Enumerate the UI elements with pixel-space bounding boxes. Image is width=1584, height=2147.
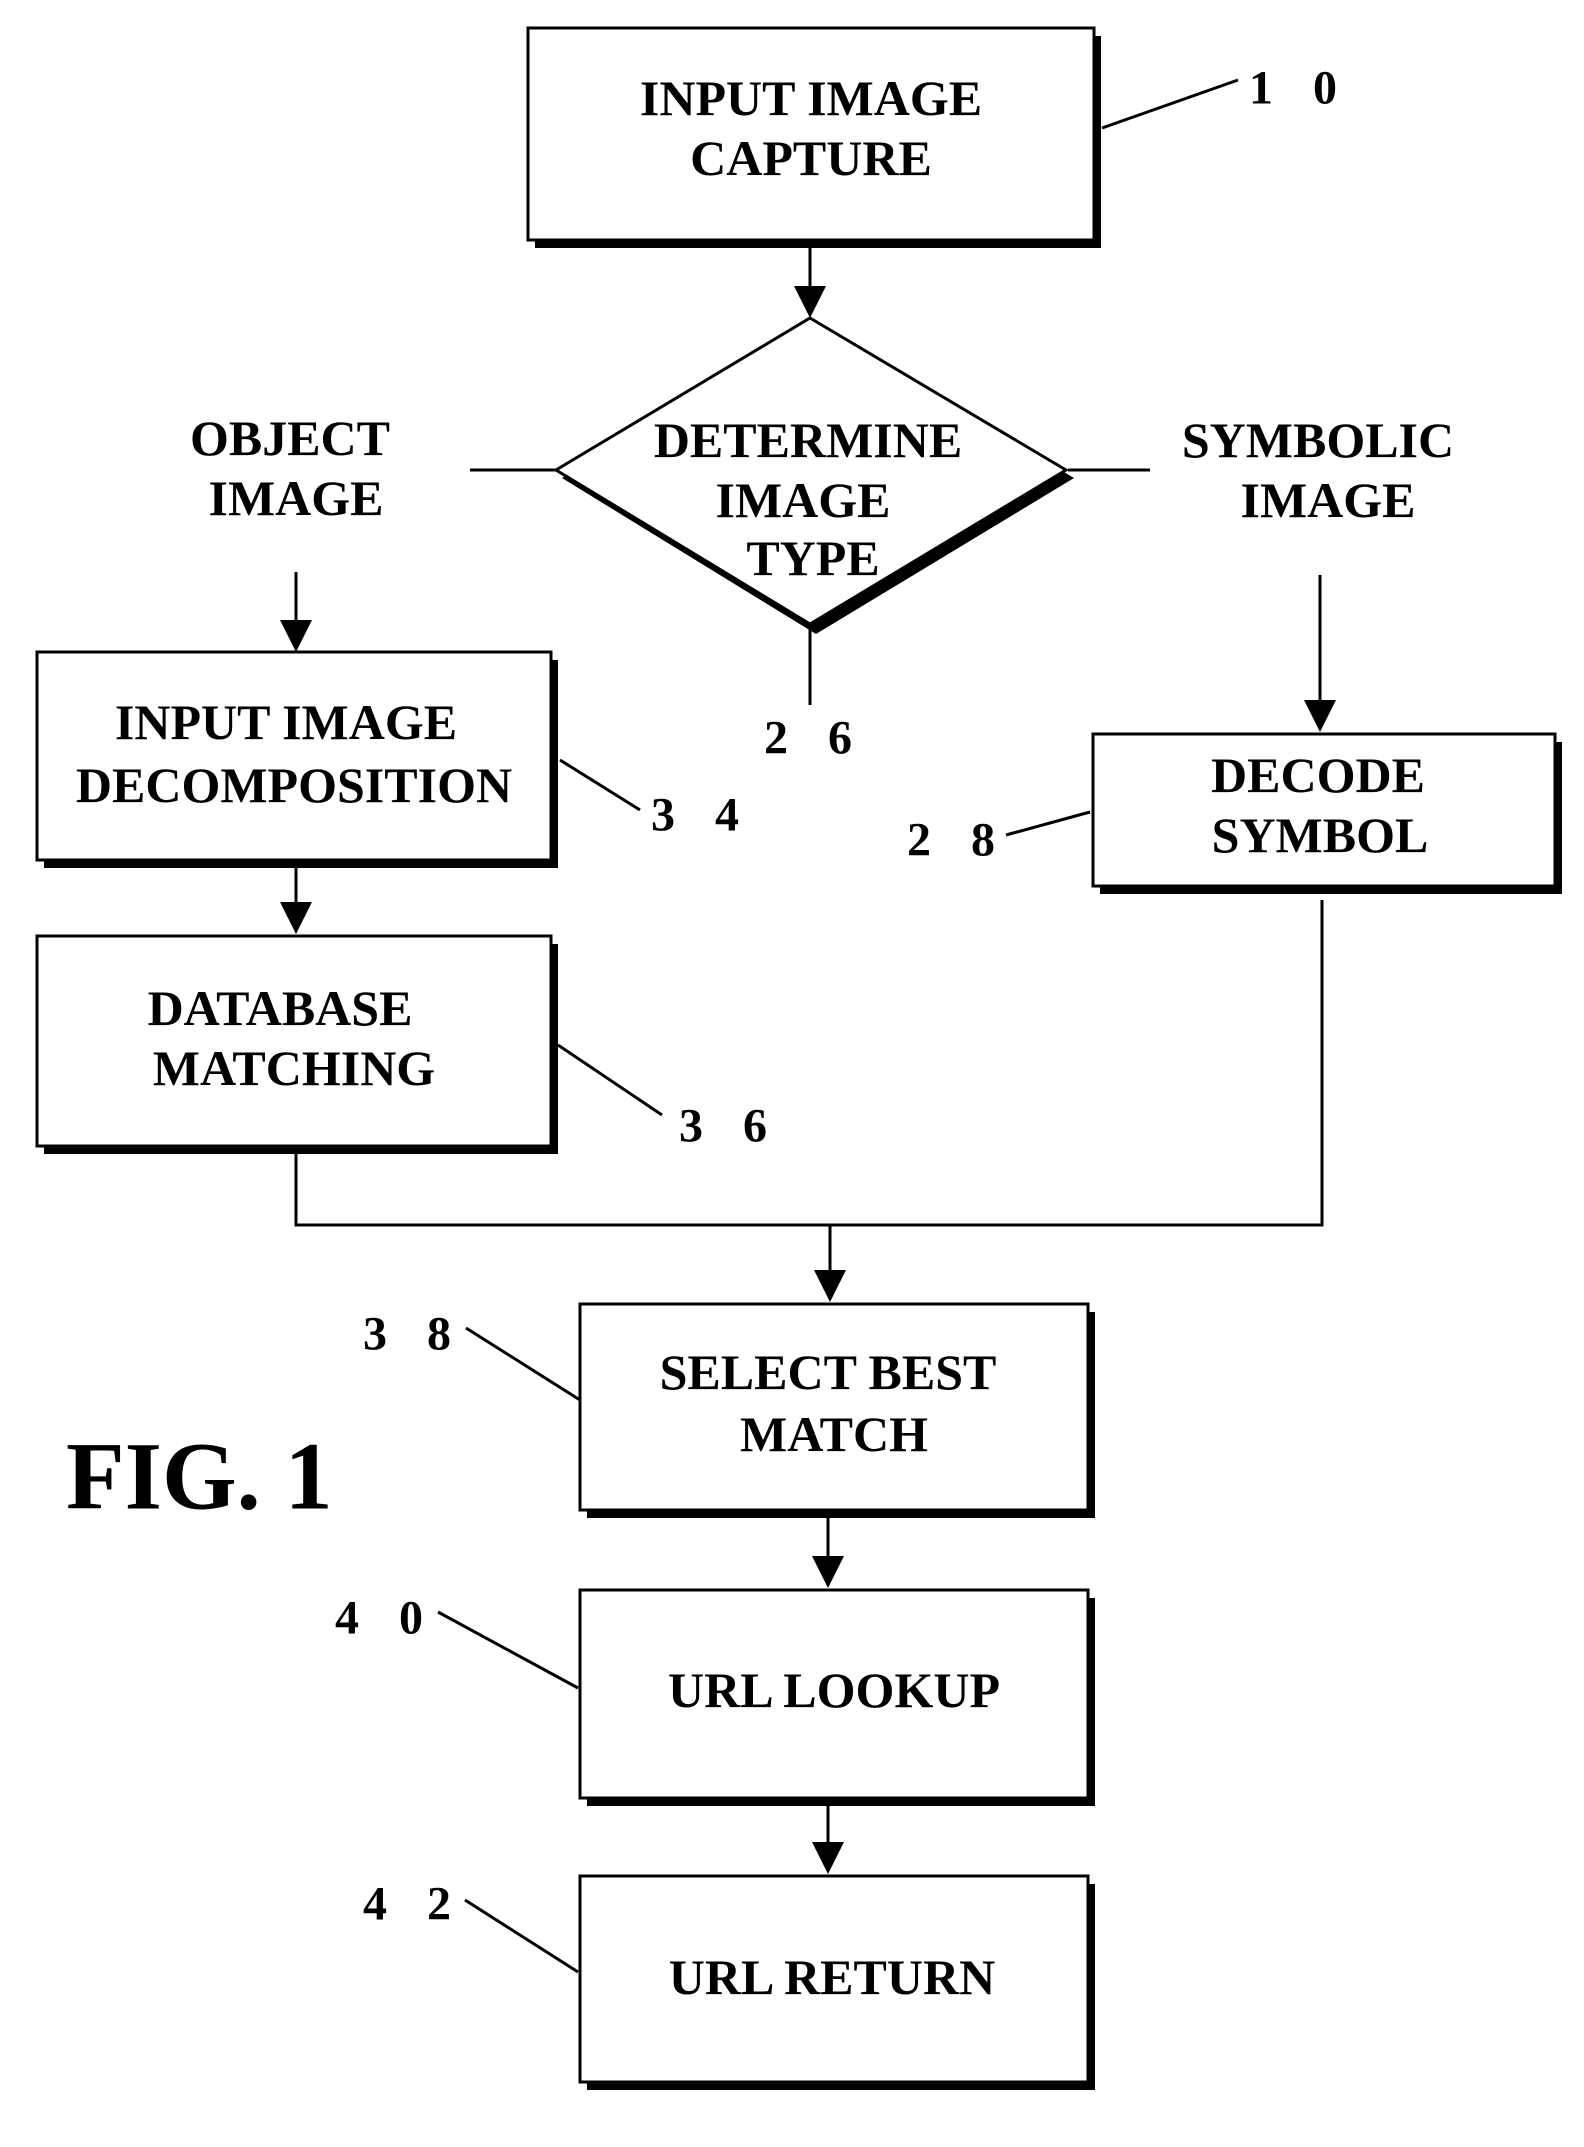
ref-leader-34 <box>560 760 640 810</box>
ref-number-34: 3 4 <box>651 789 753 842</box>
ref-number-36: 3 6 <box>679 1100 781 1153</box>
node-label-line1: URL LOOKUP <box>668 1662 1000 1718</box>
arrowhead <box>280 620 312 652</box>
node-label-line2: MATCH <box>740 1406 928 1462</box>
node-input-image-decomposition: INPUT IMAGE DECOMPOSITION <box>37 652 558 868</box>
ref-leader-38 <box>466 1328 580 1400</box>
branch-label-line1: SYMBOLIC <box>1182 412 1454 468</box>
node-input-image-capture: INPUT IMAGE CAPTURE <box>528 28 1101 248</box>
ref-number-38: 3 8 <box>363 1308 465 1361</box>
arrowhead <box>814 1270 846 1302</box>
arrowhead <box>812 1556 844 1588</box>
arrowhead <box>794 286 826 318</box>
node-label-line3: TYPE <box>746 530 879 586</box>
node-determine-image-type: DETERMINE IMAGE TYPE <box>556 318 1074 634</box>
node-label-line2: SYMBOL <box>1212 807 1429 863</box>
ref-leader-40 <box>438 1612 578 1688</box>
ref-leader-10 <box>1102 80 1238 128</box>
node-label-line1: DECODE <box>1211 747 1425 803</box>
ref-number-40: 4 0 <box>335 1592 437 1645</box>
branch-label-line1: OBJECT <box>190 410 390 466</box>
node-label-line1: SELECT BEST <box>660 1344 997 1400</box>
node-label-line1: URL RETURN <box>669 1949 995 2005</box>
ref-leader-36 <box>558 1045 662 1115</box>
branch-label-symbolic-image: SYMBOLIC IMAGE <box>1182 412 1454 528</box>
node-decode-symbol: DECODE SYMBOL <box>1093 734 1562 894</box>
node-select-best-match: SELECT BEST MATCH <box>580 1304 1095 1518</box>
figure-label: FIG. 1 <box>66 1423 333 1530</box>
arrowhead <box>1304 700 1336 732</box>
node-label-line2: MATCHING <box>153 1040 435 1096</box>
ref-number-42: 4 2 <box>363 1878 465 1931</box>
ref-number-28: 2 8 <box>907 814 1009 867</box>
node-database-matching: DATABASE MATCHING <box>37 936 558 1154</box>
ref-number-10: 1 0 <box>1249 62 1351 115</box>
branch-label-line2: IMAGE <box>209 470 384 526</box>
node-label-line1: INPUT IMAGE <box>115 694 457 750</box>
node-label-line2: IMAGE <box>716 472 891 528</box>
branch-label-line2: IMAGE <box>1241 472 1416 528</box>
node-label-line1: DATABASE <box>148 980 413 1036</box>
arrowhead <box>280 902 312 934</box>
ref-leader-28 <box>1006 812 1090 835</box>
node-url-lookup: URL LOOKUP <box>580 1590 1095 1806</box>
node-label-line2: DECOMPOSITION <box>76 757 512 813</box>
ref-leader-42 <box>465 1900 578 1972</box>
branch-label-object-image: OBJECT IMAGE <box>190 410 390 526</box>
node-label-line1: INPUT IMAGE <box>640 70 982 126</box>
node-label-line1: DETERMINE <box>654 412 962 468</box>
arrowhead <box>812 1842 844 1874</box>
node-url-return: URL RETURN <box>580 1876 1095 2090</box>
ref-number-26: 2 6 <box>764 712 866 765</box>
node-label-line2: CAPTURE <box>690 130 932 186</box>
